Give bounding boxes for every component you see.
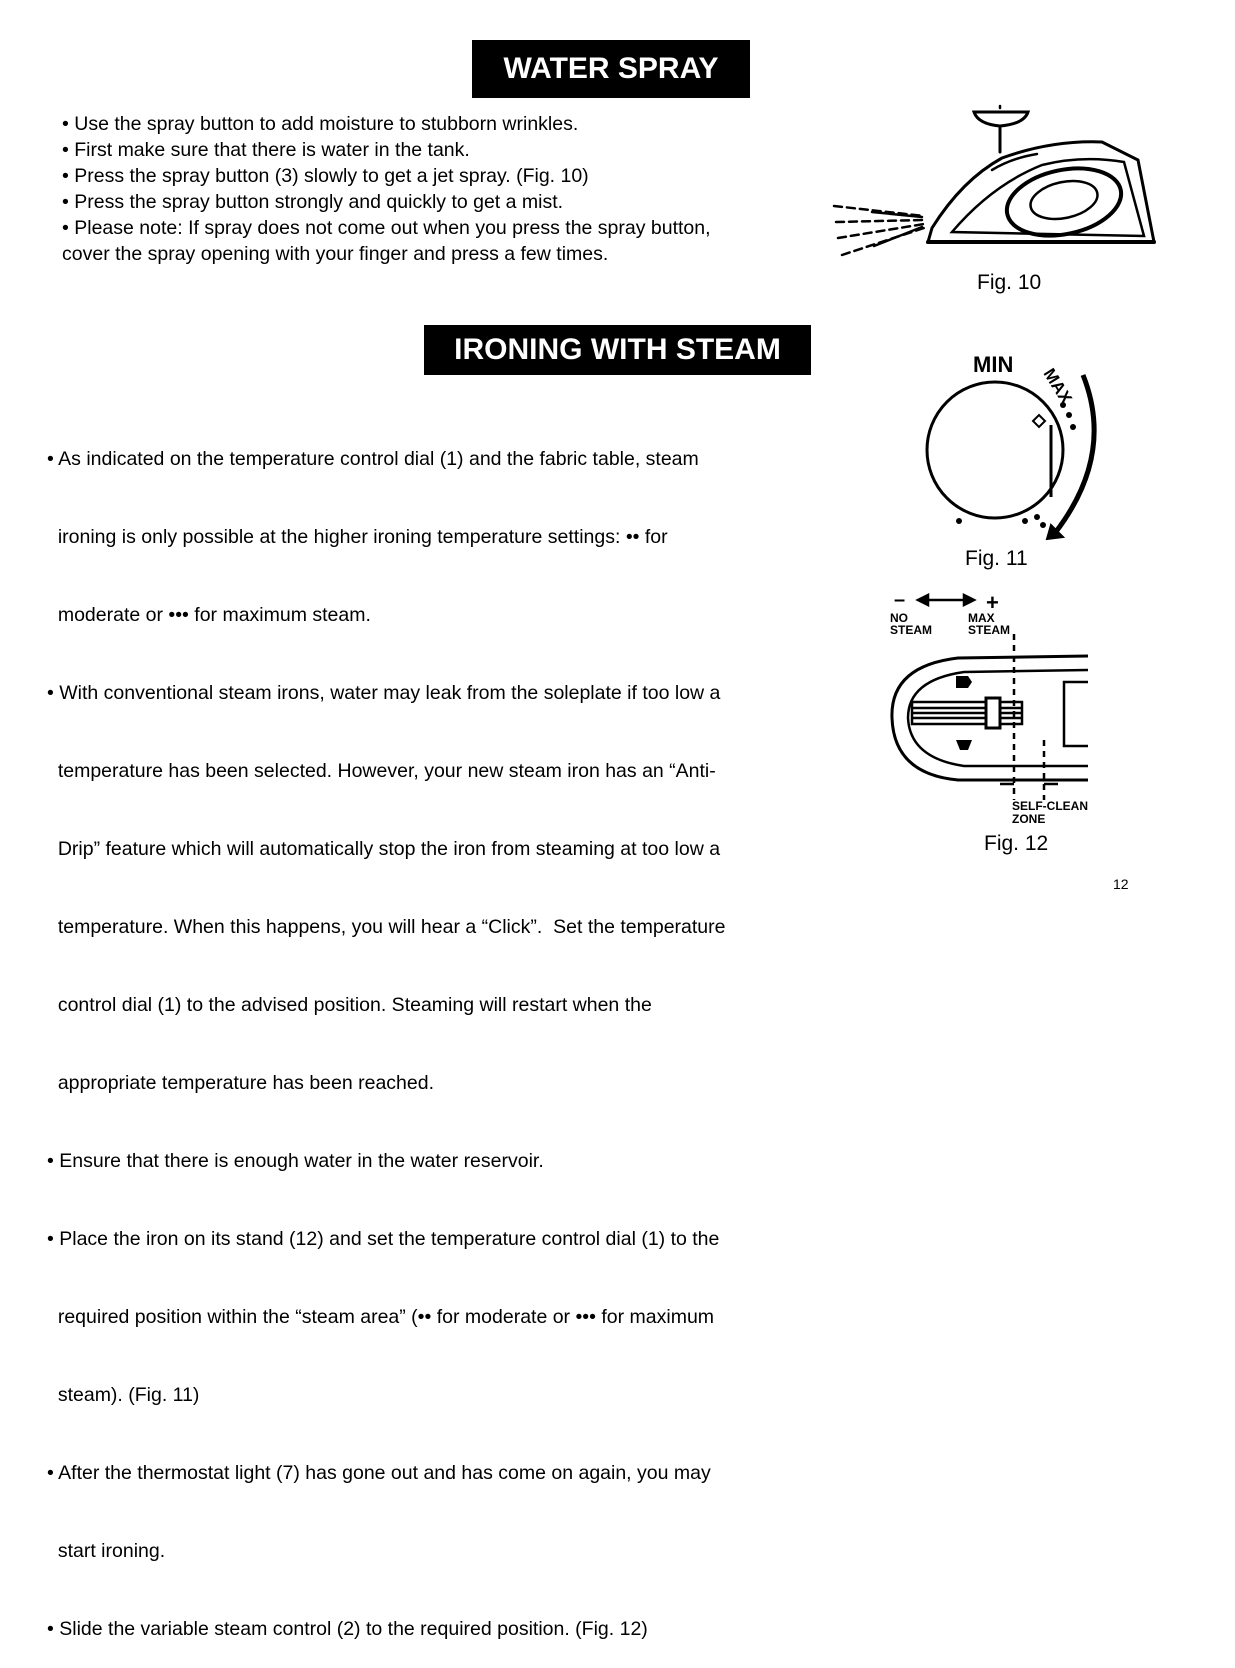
steam-line: • Place the iron on its stand (12) and s… [47,1228,720,1250]
fig12-minus-label: – [894,590,905,611]
page-number: 12 [1113,876,1129,892]
fig11-min-label: MIN [973,352,1013,377]
steam-line: • As indicated on the temperature contro… [47,448,699,470]
fig10-iron-spray-illustration [832,104,1156,257]
fig10-caption: Fig. 10 [977,271,1042,294]
water-spray-heading: WATER SPRAY [472,40,750,98]
water-spray-line: • Use the spray button to add moisture t… [62,113,579,135]
steam-line: temperature. When this happens, you will… [47,916,726,938]
steam-line: Drip” feature which will automatically s… [47,838,721,860]
fig12-plus-label: + [986,590,999,615]
fig12-self-clean-label: SELF-CLEAN [1012,799,1088,813]
ironing-with-steam-heading: IRONING WITH STEAM [424,325,811,375]
steam-line: control dial (1) to the advised position… [47,994,652,1016]
water-spray-line: cover the spray opening with your finger… [62,243,609,265]
fig12-max-steam-label: MAX [968,611,995,625]
steam-line: start ironing. [47,1540,166,1562]
fig11-max-label: MAX [1040,365,1076,408]
water-spray-line: • First make sure that there is water in… [62,139,470,161]
steam-line: required position within the “steam area… [47,1306,715,1328]
fig12-self-clean-label: ZONE [1012,812,1045,826]
steam-line: steam). (Fig. 11) [47,1384,200,1406]
fig11-temperature-dial-illustration: MIN MAX [925,352,1097,541]
fig12-no-steam-label: STEAM [890,623,932,637]
steam-line: temperature has been selected. However, … [47,760,716,782]
water-spray-instructions: • Use the spray button to add moisture t… [62,111,711,267]
steam-line: ironing is only possible at the higher i… [47,526,668,548]
fig12-max-steam-label: STEAM [968,623,1010,637]
water-spray-line: • Press the spray button (3) slowly to g… [62,165,589,187]
fig11-caption: Fig. 11 [965,547,1028,570]
steam-line: • Slide the variable steam control (2) t… [47,1618,648,1640]
steam-line: moderate or ••• for maximum steam. [47,604,371,626]
water-spray-line: • Press the spray button strongly and qu… [62,191,564,213]
fig12-steam-control-illustration: – + NO STEAM MAX STEAM SELF-CLEAN ZONE [890,590,1089,826]
steam-line: • With conventional steam irons, water m… [47,682,721,704]
steam-line: • After the thermostat light (7) has gon… [47,1462,711,1484]
fig12-caption: Fig. 12 [984,832,1049,855]
fig12-no-steam-label: NO [890,611,908,625]
ironing-steam-instructions: • As indicated on the temperature contro… [47,394,725,1668]
water-spray-line: • Please note: If spray does not come ou… [62,217,711,239]
steam-line: appropriate temperature has been reached… [47,1072,435,1094]
steam-line: • Ensure that there is enough water in t… [47,1150,544,1172]
